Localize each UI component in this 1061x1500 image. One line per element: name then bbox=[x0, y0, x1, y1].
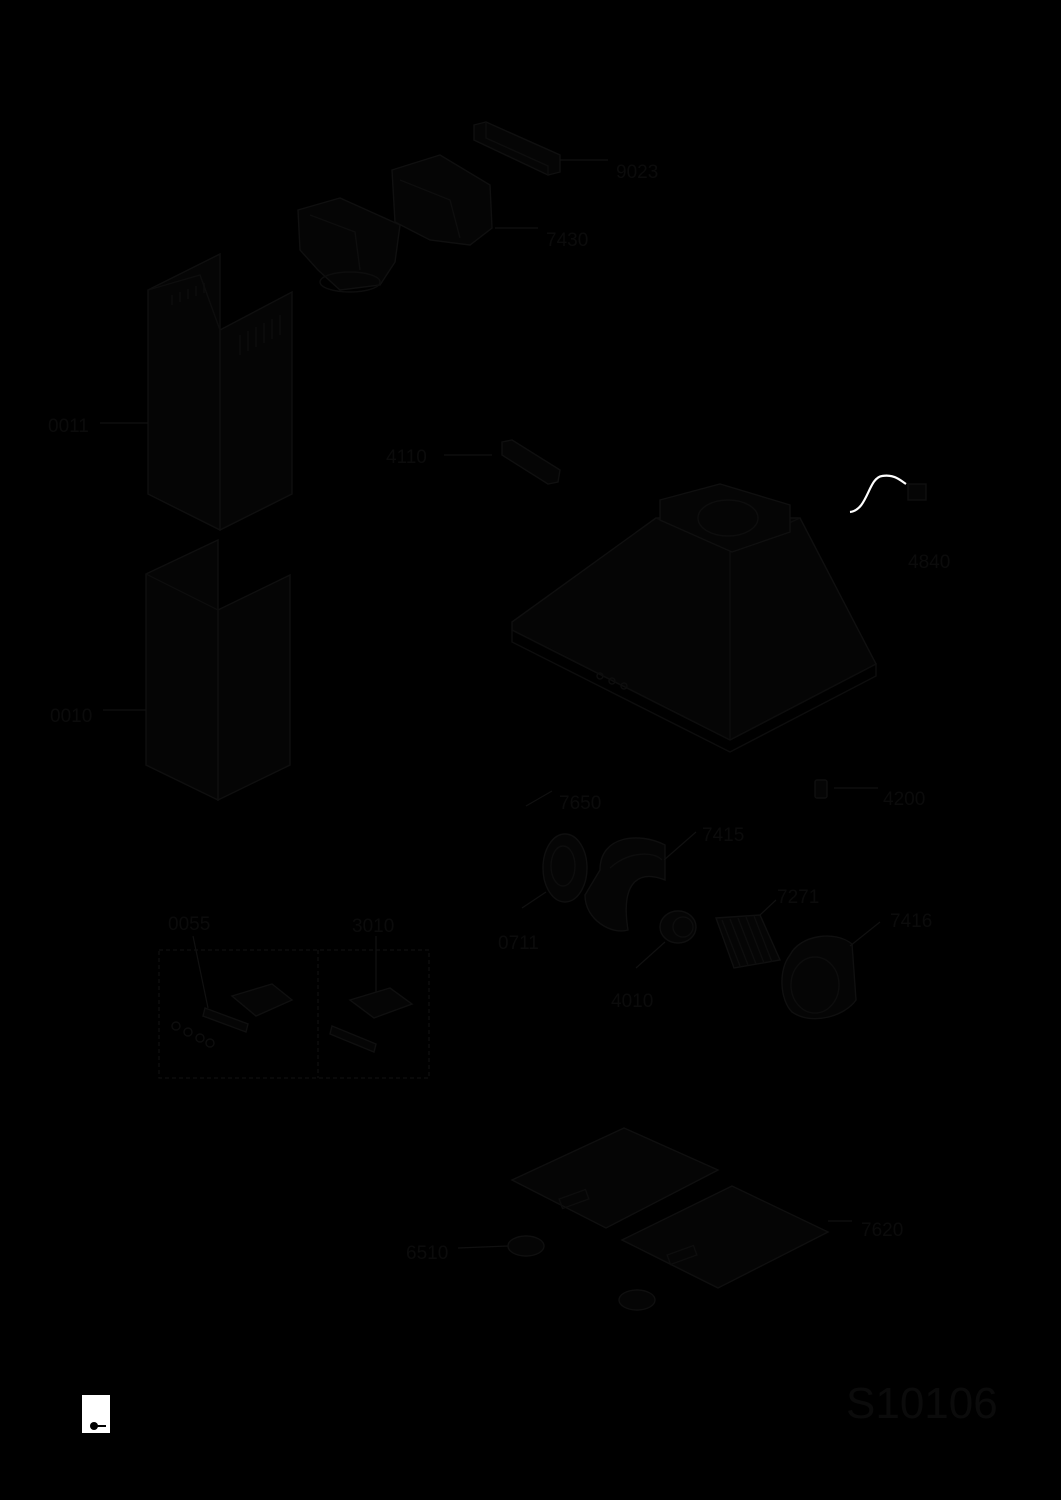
label-7620: 7620 bbox=[861, 1220, 904, 1241]
part-0055-kit[interactable] bbox=[171, 935, 294, 1048]
label-4110: 4110 bbox=[386, 447, 427, 468]
label-4200: 4200 bbox=[883, 789, 926, 810]
part-7650-marker[interactable] bbox=[525, 790, 553, 807]
diagram-code: S10106 bbox=[846, 1379, 998, 1428]
label-7416: 7416 bbox=[890, 911, 933, 932]
part-7271-fan-wheel[interactable] bbox=[715, 899, 782, 969]
label-7415: 7415 bbox=[702, 825, 745, 846]
part-4110-connector[interactable] bbox=[444, 439, 561, 485]
part-7416-housing[interactable] bbox=[781, 921, 881, 1020]
label-0711: 0711 bbox=[498, 933, 539, 954]
label-7271: 7271 bbox=[777, 887, 820, 908]
label-7650: 7650 bbox=[559, 793, 602, 814]
label-0055: 0055 bbox=[168, 914, 211, 935]
part-0011-upper-chimney[interactable] bbox=[100, 252, 293, 532]
label-6510: 6510 bbox=[406, 1243, 449, 1264]
label-3010: 3010 bbox=[352, 916, 395, 937]
label-9023: 9023 bbox=[616, 162, 659, 183]
label-7430: 7430 bbox=[546, 230, 589, 251]
hood-body[interactable] bbox=[511, 483, 877, 753]
part-7430-housing[interactable] bbox=[297, 154, 538, 293]
part-4200-lamp[interactable] bbox=[814, 779, 878, 799]
label-0011: 0011 bbox=[48, 416, 89, 437]
part-0711-plate[interactable] bbox=[521, 833, 588, 909]
part-3010-kit[interactable] bbox=[329, 936, 414, 1053]
label-0010: 0010 bbox=[50, 706, 93, 727]
book-icon bbox=[82, 1395, 110, 1433]
part-9023-bracket[interactable] bbox=[473, 121, 608, 176]
part-7620-filters[interactable] bbox=[510, 1127, 852, 1289]
part-7415-scroll-housing[interactable] bbox=[584, 831, 697, 932]
label-4840: 4840 bbox=[908, 552, 951, 573]
part-4010-motor[interactable] bbox=[635, 910, 697, 969]
label-4010: 4010 bbox=[611, 991, 654, 1012]
kit-boxes bbox=[158, 949, 430, 1079]
part-0010-lower-chimney[interactable] bbox=[103, 538, 291, 802]
part-4840-cable[interactable] bbox=[849, 474, 927, 514]
part-6510-knobs[interactable] bbox=[457, 1235, 656, 1311]
